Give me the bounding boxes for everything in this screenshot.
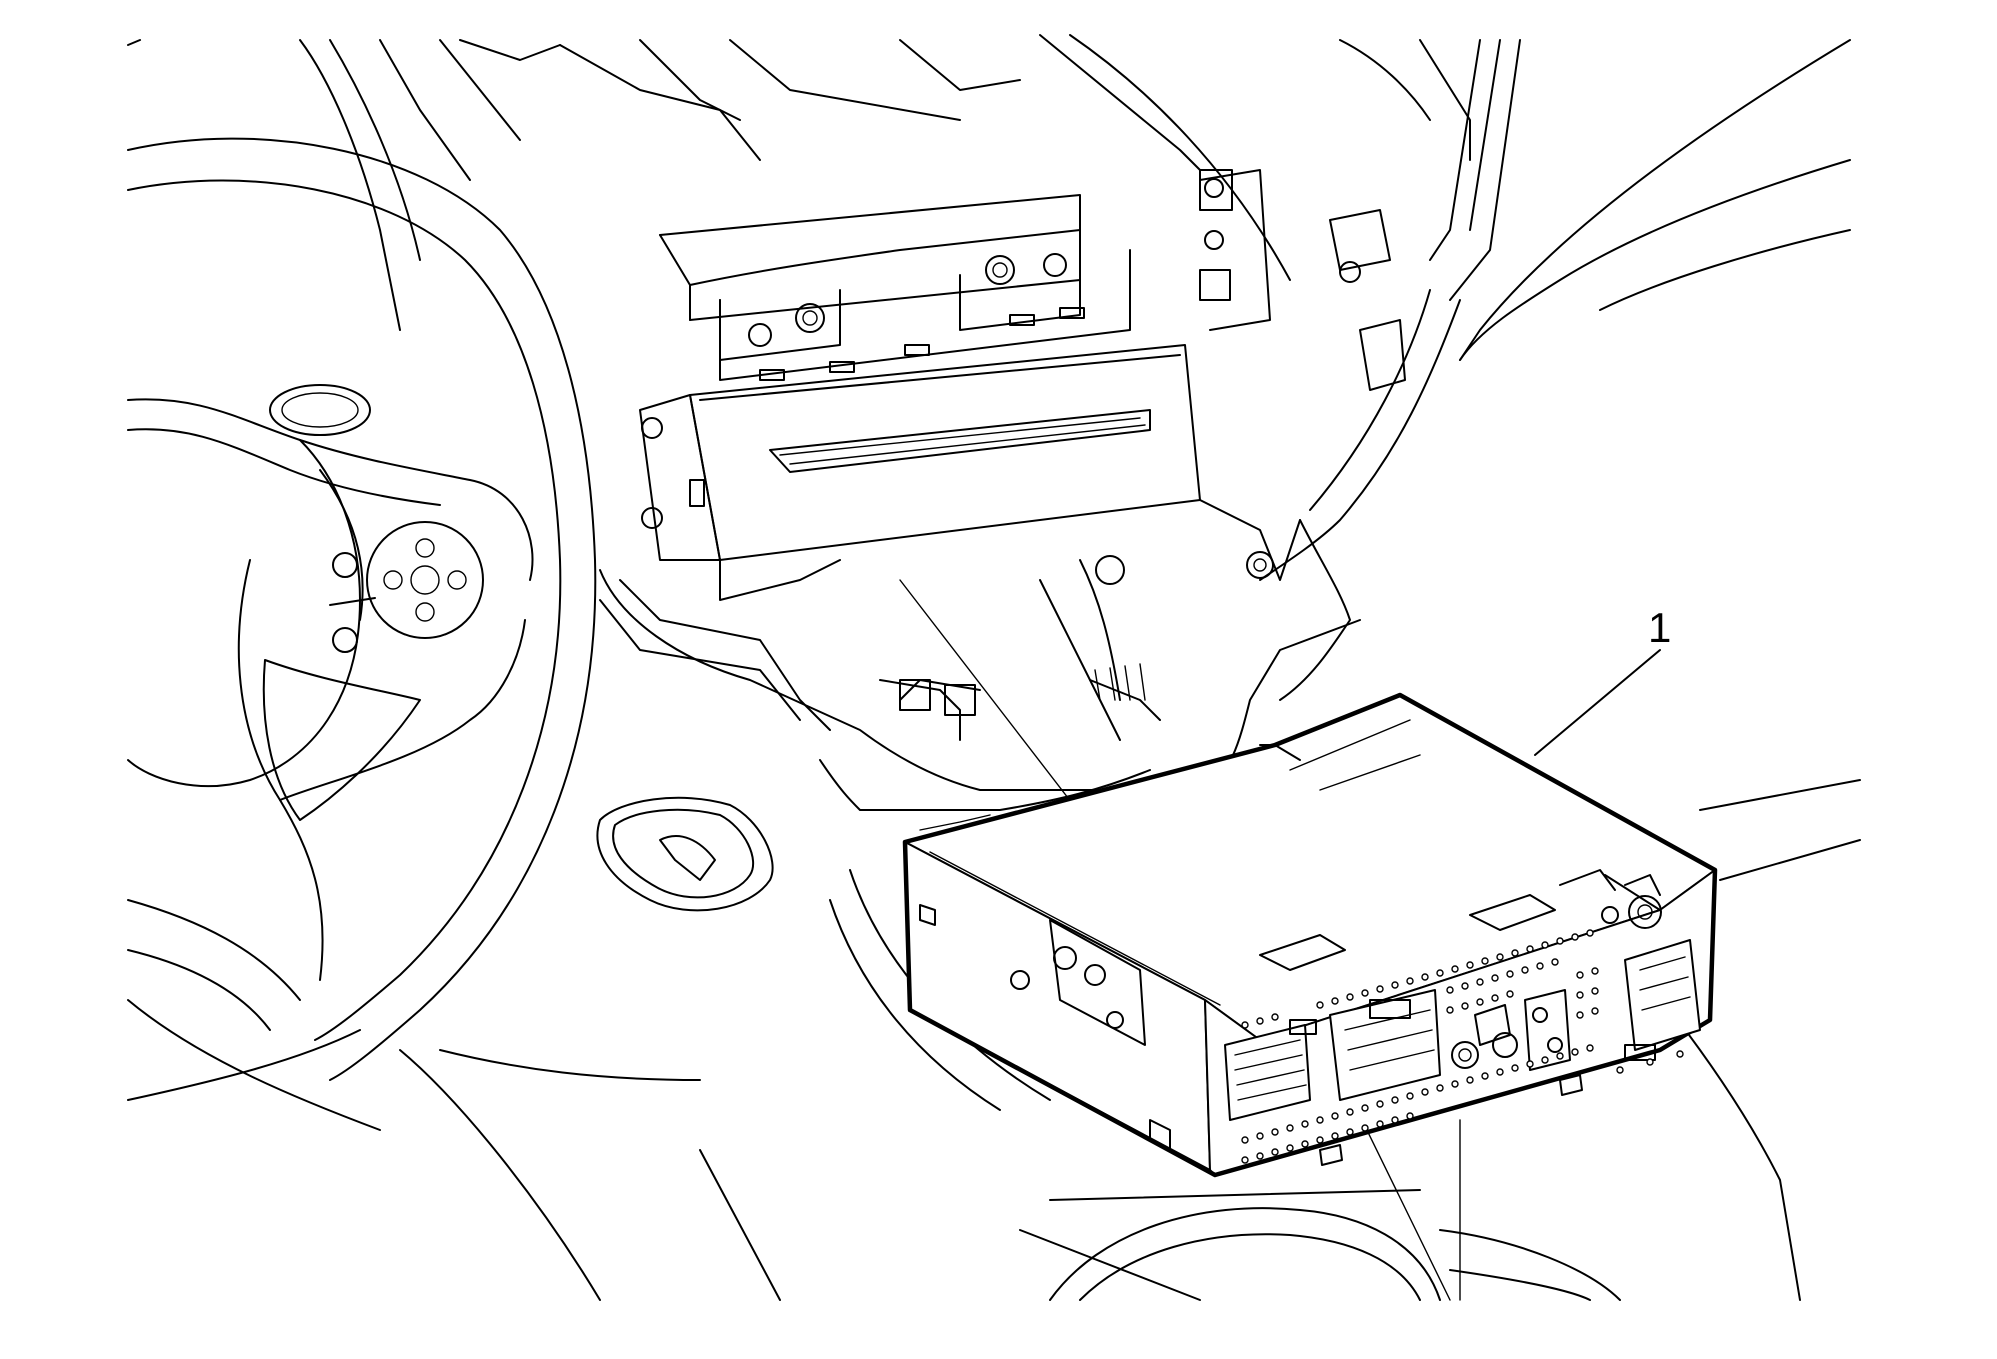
callout-1-leader-line: [1534, 649, 1661, 756]
callout-1-label: 1: [1648, 604, 1671, 651]
radio-module-item-1: [902, 692, 1718, 1178]
instrument-panel-structure: [127, 34, 1861, 1301]
upper-radio-unit: [599, 169, 1406, 741]
callout-1: 1: [1534, 604, 1671, 756]
steering-wheel: [127, 137, 597, 1101]
module-vent-holes: [1241, 929, 1684, 1164]
